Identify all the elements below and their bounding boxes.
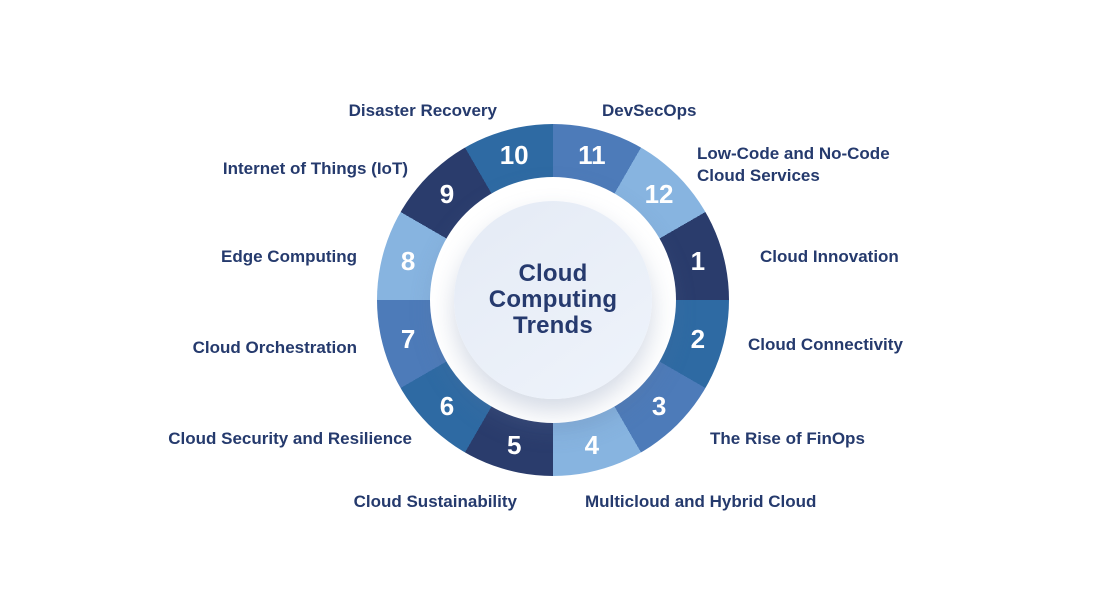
segment-label-4: Multicloud and Hybrid Cloud: [585, 492, 817, 511]
segment-label-12: Low-Code and No-Code Cloud Services: [697, 144, 890, 185]
segment-label-11: DevSecOps: [602, 101, 697, 120]
segment-number-3: 3: [651, 391, 667, 422]
center-title-line-2: Computing: [488, 286, 618, 313]
segment-number-2: 2: [690, 323, 706, 354]
segment-number-12: 12: [644, 178, 674, 209]
segment-label-2: Cloud Connectivity: [748, 335, 903, 354]
segment-label-6: Cloud Security and Resilience: [168, 429, 412, 448]
center-title-line-1: Cloud: [518, 260, 588, 287]
segment-number-8: 8: [400, 246, 416, 277]
segment-number-10: 10: [499, 140, 529, 171]
segment-label-7: Cloud Orchestration: [192, 338, 357, 357]
segment-label-10: Disaster Recovery: [348, 101, 497, 120]
segment-number-6: 6: [439, 391, 455, 422]
segment-number-9: 9: [439, 178, 455, 209]
segment-label-8: Edge Computing: [221, 247, 357, 266]
segment-label-1: Cloud Innovation: [760, 247, 899, 266]
center-title: Cloud Computing Trends: [489, 261, 617, 339]
segment-label-9: Internet of Things (IoT): [222, 159, 408, 178]
segment-number-11: 11: [578, 140, 606, 171]
segment-number-4: 4: [584, 429, 600, 460]
segment-label-3: The Rise of FinOps: [710, 429, 865, 448]
segment-number-5: 5: [506, 429, 522, 460]
segment-number-1: 1: [690, 246, 706, 277]
segment-label-5: Cloud Sustainability: [353, 492, 517, 511]
center-title-line-3: Trends: [513, 312, 593, 339]
segment-number-7: 7: [400, 323, 416, 354]
wheel-inner-circle: Cloud Computing Trends: [454, 201, 652, 399]
